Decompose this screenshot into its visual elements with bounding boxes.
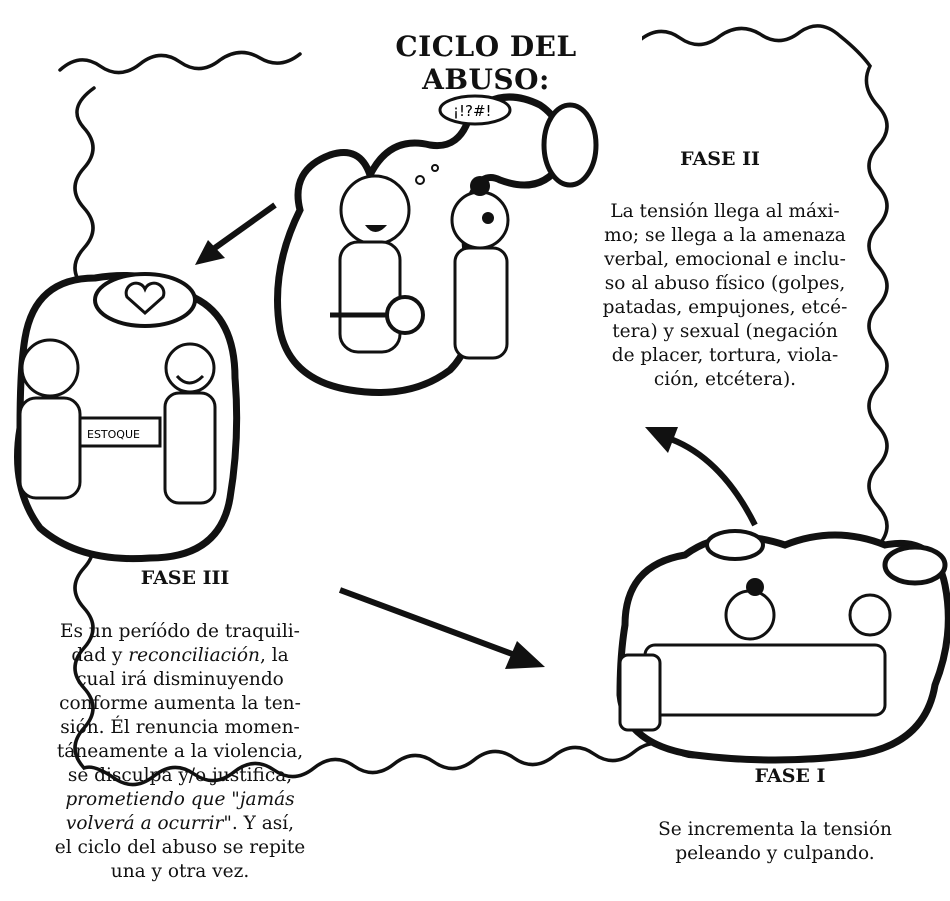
phase2-line: mo; se llega a la amenaza — [604, 225, 846, 246]
phase3-line: una y otra vez. — [110, 861, 250, 882]
arrow-phase2-to-phase3 — [195, 202, 277, 265]
head-woman — [450, 190, 510, 250]
woman-body — [453, 246, 509, 360]
heart-icon — [124, 281, 166, 316]
woman-smile — [175, 374, 205, 385]
sofa — [643, 643, 887, 717]
phase3-line-text: dad y — [71, 645, 123, 666]
head-man — [339, 174, 411, 246]
phase3-line: prometiendo que "jamás — [10, 788, 350, 812]
thought-dot-1 — [415, 175, 425, 185]
phase1-illustration — [616, 529, 950, 764]
man-mouth — [365, 225, 387, 232]
bubble-marks: ¡!?#! — [453, 102, 492, 120]
phase3-italic: volverá a ocurrir" — [65, 813, 232, 834]
phase3-italic: reconciliación — [128, 645, 260, 666]
phase3-description: Es un períódo de traquili- dad y reconci… — [10, 620, 350, 884]
man-body — [18, 396, 82, 500]
phase3-line: táneamente a la violencia, — [56, 741, 304, 762]
phase1-label: FASE I — [754, 765, 826, 787]
arrow-phase1-to-phase2 — [645, 427, 758, 527]
phase1-description: Se incrementa la tensión peleando y culp… — [615, 818, 935, 866]
gift-box-label: ESTOQUE — [87, 428, 140, 441]
thought-bubble-angry — [438, 94, 512, 126]
phase1-line: Se incrementa la tensión — [658, 819, 892, 840]
gift-box — [78, 416, 162, 448]
head-man — [20, 338, 80, 398]
woman-eye — [482, 212, 494, 224]
phase3-line: el ciclo del abuso se repite — [54, 837, 306, 858]
phase3-line: conforme aumenta la ten- — [59, 693, 301, 714]
head-woman — [164, 342, 216, 394]
phase2-line: de placer, tortura, viola- — [611, 345, 839, 366]
thought-bubble-left — [705, 529, 765, 561]
phase2-line: verbal, emocional e inclu- — [604, 249, 846, 270]
phase2-description: La tensión llega al máxi- mo; se llega a… — [565, 200, 885, 392]
phase3-line-text: . Y así, — [231, 813, 295, 834]
sofa-arm — [618, 653, 662, 732]
phase1-line: peleando y culpando. — [675, 843, 875, 864]
phase3-illustration: ESTOQUE — [14, 272, 241, 563]
phase2-line: La tensión llega al máxi- — [610, 201, 840, 222]
phase3-line: volverá a ocurrir". Y así, — [10, 812, 350, 836]
phase2-line: so al abuso físico (golpes, — [604, 273, 846, 294]
phase3-line-text: , la — [259, 645, 289, 666]
head-man — [848, 593, 892, 637]
phase2-line: tera) y sexual (negación — [612, 321, 838, 342]
thought-bubble-heart — [93, 272, 197, 328]
phase3-line: dad y reconciliación, la — [10, 644, 350, 668]
phase2-line: ción, etcétera). — [653, 369, 797, 390]
phase3-line: cual irá disminuyendo — [76, 669, 284, 690]
phase3-line: sión. Él renuncia momen- — [60, 717, 300, 738]
thought-bubble-right — [882, 544, 948, 586]
phase2-label: FASE II — [680, 148, 760, 170]
diagram-title: CICLO DEL ABUSO: — [330, 30, 642, 96]
phase2-blob — [274, 93, 566, 396]
phase3-line: Es un períódo de traquili- — [60, 621, 300, 642]
phase3-line: se disculpa y/o justifica, — [67, 765, 293, 786]
thought-bubble-woman — [541, 102, 599, 188]
woman-bun — [746, 578, 764, 596]
woman-body — [163, 391, 217, 505]
head-woman — [724, 589, 776, 641]
phase2-illustration: ¡!?#! — [274, 93, 599, 396]
man-body — [338, 240, 402, 354]
phase3-label: FASE III — [140, 567, 230, 589]
phase3-italic: prometiendo que "jamás — [65, 789, 295, 810]
woman-bun — [470, 176, 490, 196]
thought-dot-2 — [431, 164, 439, 172]
phase2-line: patadas, empujones, etcé- — [602, 297, 848, 318]
frying-pan — [385, 295, 425, 335]
arrow-phase3-to-phase1 — [338, 587, 545, 669]
